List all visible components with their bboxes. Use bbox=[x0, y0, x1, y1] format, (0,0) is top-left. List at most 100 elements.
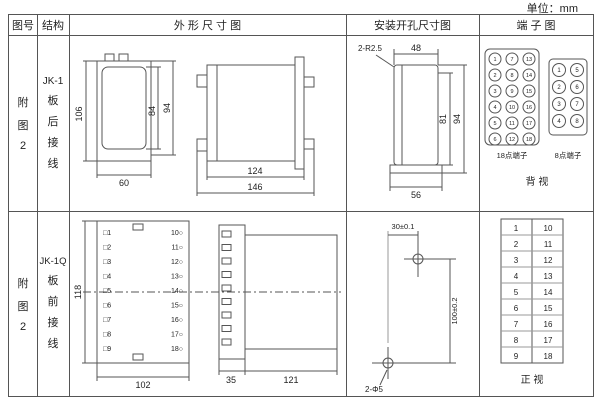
model-label: JK-1Q bbox=[39, 256, 67, 267]
terminal-number: 15 bbox=[526, 89, 532, 95]
terminal-number: 17 bbox=[526, 121, 532, 127]
drawing-table: 图号 结构 外 形 尺 寸 图 安装开孔尺寸图 端 子 图 附 图 2 JK-1… bbox=[8, 14, 594, 397]
dim-94: 94 bbox=[162, 103, 172, 113]
structure-char: 接 bbox=[47, 136, 59, 149]
label-8-point: 8点端子 bbox=[555, 150, 582, 160]
terminal-number: 2 bbox=[514, 240, 519, 249]
dim-124: 124 bbox=[247, 166, 262, 176]
structure-char: 板 bbox=[47, 94, 59, 107]
row1-fig-no: 附 图 2 bbox=[9, 35, 37, 211]
terminal-number: 8 bbox=[514, 336, 519, 345]
front-terminal-labels: □1 □2 □3 □4 □5 □6 □7 □8 □9 10○ 11○ 12○ 1… bbox=[103, 230, 183, 353]
fig-char: 2 bbox=[19, 140, 27, 152]
terminal-number: 10 bbox=[544, 224, 553, 233]
front-view bbox=[82, 220, 341, 381]
terminal-block-18 bbox=[484, 48, 540, 146]
dim-radius: 2-R2.5 bbox=[358, 44, 383, 53]
terminal-number: 3 bbox=[557, 102, 561, 108]
terminal-label: 12○ bbox=[171, 259, 183, 266]
terminal-number: 1 bbox=[557, 68, 561, 74]
divider bbox=[346, 15, 347, 396]
dim-106: 106 bbox=[74, 106, 84, 121]
dim-102: 102 bbox=[135, 380, 150, 390]
structure-char: 线 bbox=[47, 338, 59, 350]
terminal-label: 18○ bbox=[171, 346, 183, 353]
terminal-label: □1 bbox=[103, 230, 111, 237]
terminal-number: 6 bbox=[575, 85, 579, 91]
terminal-label: 11○ bbox=[172, 245, 184, 252]
terminal-number: 7 bbox=[510, 57, 513, 63]
terminal-number: 13 bbox=[526, 57, 532, 63]
dim-30: 30±0.1 bbox=[392, 222, 415, 231]
dim-121: 121 bbox=[283, 375, 298, 385]
divider bbox=[9, 35, 593, 36]
fig-char: 图 bbox=[17, 300, 29, 313]
header-mounting: 安装开孔尺寸图 bbox=[374, 20, 451, 32]
outline-drawing-jk1q: □1 □2 □3 □4 □5 □6 □7 □8 □9 10○ 11○ 12○ 1… bbox=[69, 211, 346, 400]
terminal-number: 15 bbox=[544, 304, 553, 313]
terminal-label: □4 bbox=[103, 274, 111, 281]
dim-35: 35 bbox=[226, 375, 236, 385]
mounting-drawing-jk1q: 30±0.1 100±0.2 2-Φ5 bbox=[346, 211, 479, 400]
terminal-block-8 bbox=[548, 58, 588, 136]
terminal-number: 16 bbox=[526, 105, 532, 111]
structure-char: 前 bbox=[47, 296, 59, 308]
terminal-label: □8 bbox=[103, 332, 111, 339]
terminal-diagram-rear: 1 2 3 4 5 6 7 8 9 10 11 12 13 14 15 16 1 bbox=[479, 35, 593, 216]
terminal-number: 3 bbox=[514, 256, 519, 265]
terminal-number: 4 bbox=[557, 119, 561, 125]
terminal-label: 17○ bbox=[171, 332, 183, 339]
terminal-number: 11 bbox=[544, 240, 553, 249]
terminal-number: 7 bbox=[575, 102, 579, 108]
dim-holes: 2-Φ5 bbox=[365, 385, 383, 394]
dim-60: 60 bbox=[119, 178, 129, 188]
header-structure: 结构 bbox=[42, 20, 64, 32]
terminal-label: 16○ bbox=[171, 317, 183, 324]
row2-fig-no: 附 图 2 bbox=[9, 211, 37, 396]
dim-56: 56 bbox=[411, 190, 421, 200]
divider bbox=[9, 211, 593, 212]
terminal-number: 14 bbox=[544, 288, 553, 297]
terminal-number: 16 bbox=[544, 320, 553, 329]
terminal-number: 5 bbox=[514, 288, 519, 297]
dim-48: 48 bbox=[411, 43, 421, 53]
side-view bbox=[218, 224, 338, 375]
terminal-number: 4 bbox=[493, 105, 496, 111]
terminal-number: 9 bbox=[510, 89, 513, 95]
terminal-list-numbers: 1 2 3 4 5 6 7 8 9 10 11 12 13 14 15 16 1 bbox=[514, 224, 553, 361]
side-view bbox=[196, 56, 315, 196]
terminal-number: 7 bbox=[514, 320, 519, 329]
terminal-number: 5 bbox=[575, 68, 579, 74]
model-label: JK-1 bbox=[42, 75, 64, 87]
structure-char: 板 bbox=[47, 275, 59, 287]
divider bbox=[69, 15, 70, 396]
mounting-drawing-jk1: 2-R2.5 48 81 94 56 bbox=[346, 35, 479, 216]
terminal-number: 6 bbox=[514, 304, 519, 313]
terminal-number: 6 bbox=[493, 137, 496, 143]
terminal-label: □7 bbox=[103, 317, 111, 324]
terminal-label: □9 bbox=[103, 346, 111, 353]
fig-char: 2 bbox=[19, 320, 27, 333]
terminal-number: 13 bbox=[544, 272, 553, 281]
row2-structure: JK-1Q 板 前 接 线 bbox=[37, 211, 69, 396]
terminal-numbers-8: 1 2 3 4 5 6 7 8 bbox=[557, 68, 579, 125]
unit-label: 单位：mm bbox=[526, 3, 578, 15]
terminal-number: 2 bbox=[493, 73, 496, 79]
structure-char: 后 bbox=[47, 115, 59, 128]
dim-146: 146 bbox=[247, 182, 262, 192]
dim-94: 94 bbox=[452, 114, 462, 124]
row1-structure: JK-1 板 后 接 线 bbox=[37, 35, 69, 211]
terminal-number: 1 bbox=[514, 224, 519, 233]
terminal-list-box bbox=[500, 218, 564, 364]
fig-char: 附 bbox=[17, 97, 29, 109]
cutout-profile bbox=[375, 49, 467, 191]
terminal-label: 15○ bbox=[171, 303, 183, 310]
terminal-number: 10 bbox=[509, 105, 515, 111]
fig-char: 附 bbox=[17, 277, 29, 290]
terminal-numbers-18: 1 2 3 4 5 6 7 8 9 10 11 12 13 14 15 16 1 bbox=[493, 57, 532, 143]
terminal-number: 1 bbox=[493, 57, 496, 63]
header-fig-no: 图号 bbox=[12, 20, 34, 32]
terminal-number: 3 bbox=[493, 89, 496, 95]
terminal-label: 14○ bbox=[171, 288, 183, 295]
